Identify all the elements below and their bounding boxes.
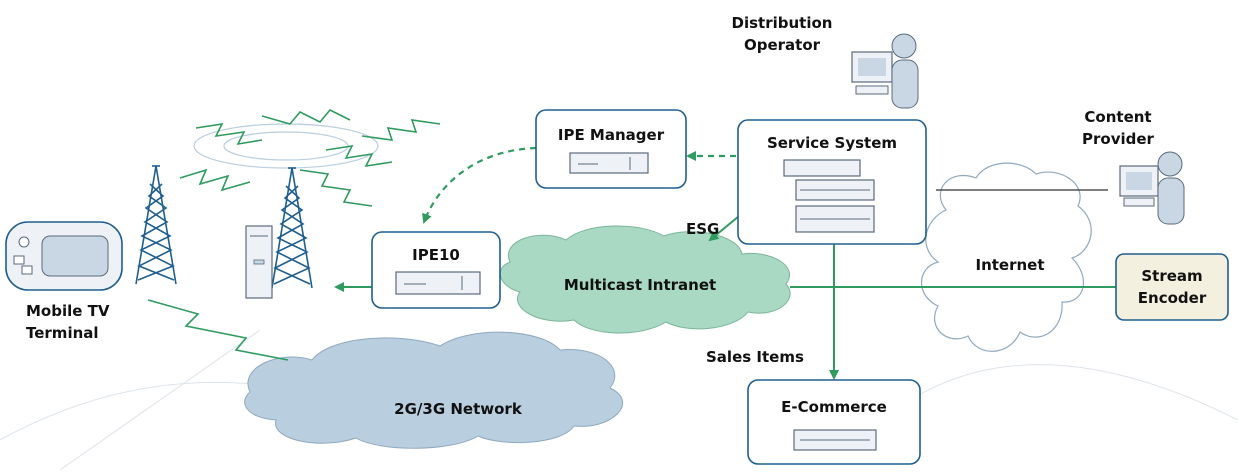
internet-cloud: Internet: [921, 162, 1092, 352]
ecommerce-node: E-Commerce: [747, 379, 921, 465]
internet-label: Internet: [975, 256, 1044, 274]
multicast-intranet-cloud: Multicast Intranet: [499, 225, 791, 334]
multicast-intranet-label: Multicast Intranet: [564, 276, 716, 294]
distribution-operator: Distribution Operator: [732, 14, 919, 109]
sales-items-label: Sales Items: [706, 348, 804, 366]
ipe-manager-node: IPE Manager: [535, 109, 687, 189]
ecommerce-label: E-Commerce: [781, 398, 887, 416]
server-icon: [395, 271, 481, 295]
mobile-tv-terminal-label-line2: Terminal: [26, 324, 99, 342]
content-provider-label-line1: Content: [1084, 108, 1151, 126]
wireless-signal-icon: [179, 109, 441, 207]
server-icon: [569, 152, 649, 174]
service-system-node: Service System: [737, 119, 927, 245]
cellular-signal-icon: [147, 299, 289, 361]
content-provider: Content Provider: [1082, 108, 1185, 225]
ipe-manager-label: IPE Manager: [558, 126, 665, 144]
content-provider-label-line2: Provider: [1082, 130, 1155, 148]
person-at-computer-icon: [851, 33, 919, 109]
broadcast-tower-icon: [135, 165, 177, 285]
distribution-operator-label-line1: Distribution: [732, 14, 833, 32]
network-2g3g-label: 2G/3G Network: [394, 400, 523, 418]
network-2g3g-cloud: 2G/3G Network: [244, 331, 624, 449]
stream-encoder-label-line2: Encoder: [1138, 289, 1207, 307]
esg-label: ESG: [686, 220, 719, 238]
person-at-computer-icon: [1119, 151, 1185, 225]
ipe10-node: IPE10: [371, 231, 501, 309]
ipe-manager-to-ipe10-arrow: [422, 146, 537, 224]
server-icon: [793, 429, 877, 451]
server-tower-icon: [245, 225, 273, 299]
distribution-operator-label-line2: Operator: [744, 36, 821, 54]
mobile-tv-terminal-icon: [5, 221, 123, 291]
stream-encoder-node: Stream Encoder: [1115, 253, 1229, 321]
service-system-label: Service System: [767, 134, 897, 152]
server-rack-icon: [783, 159, 875, 233]
mobile-tv-terminal-label-line1: Mobile TV: [26, 302, 110, 320]
broadcast-tower-icon: [271, 167, 313, 289]
stream-encoder-label-line1: Stream: [1141, 267, 1202, 285]
ipe10-label: IPE10: [412, 246, 460, 264]
